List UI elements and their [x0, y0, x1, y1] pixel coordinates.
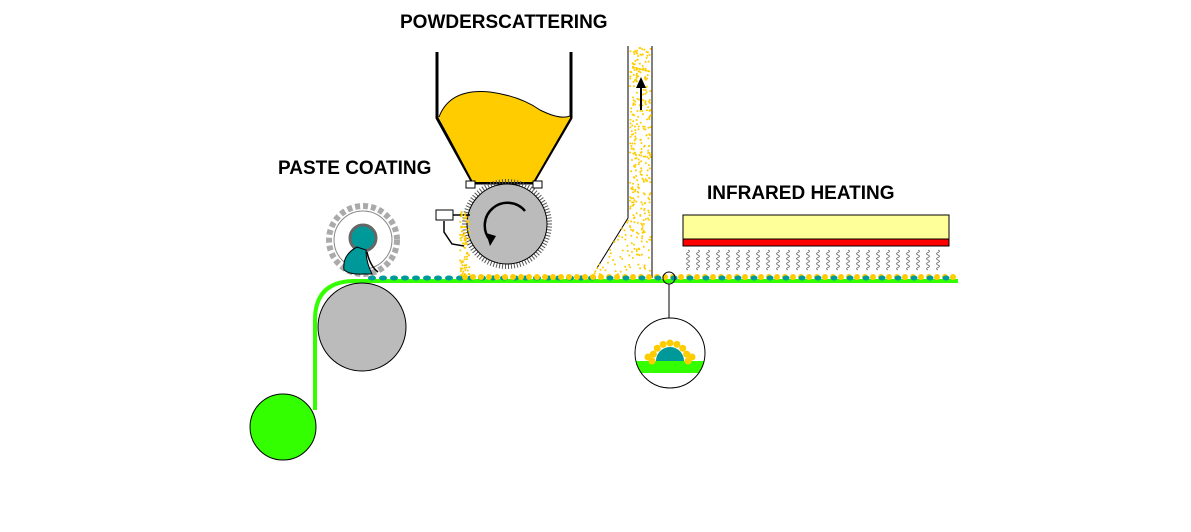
falling-powder — [459, 211, 471, 277]
curved-arrow-head — [486, 233, 496, 246]
scattering-roller — [466, 183, 548, 265]
hopper-foot-left — [465, 180, 476, 189]
hopper-foot-right — [532, 180, 543, 189]
detail-circle — [634, 317, 706, 389]
heat-waves — [686, 249, 940, 271]
brush-holder — [435, 209, 454, 221]
paste-reservoir — [348, 223, 378, 253]
substrate-web — [313, 279, 958, 410]
detail-magnifier — [634, 271, 706, 389]
exhaust-duct — [593, 46, 653, 278]
scattering-roller-unit — [435, 179, 552, 269]
paste-roller-ring — [326, 203, 400, 277]
powder-hopper — [435, 52, 573, 189]
powder-fill — [439, 91, 570, 182]
label-infrared-heating: INFRARED HEATING — [707, 183, 895, 204]
heater-element — [682, 238, 950, 247]
duct-powder — [593, 47, 652, 276]
infrared-heater — [682, 214, 950, 271]
powder-dots — [462, 274, 956, 281]
curved-arrow-icon — [483, 201, 526, 241]
up-arrow-head — [636, 77, 646, 88]
paste-coating-unit — [326, 203, 400, 277]
label-paste-coating: PASTE COATING — [278, 158, 432, 179]
unwind-roll — [249, 393, 317, 461]
paste-blob — [343, 246, 373, 275]
guide-roller — [317, 282, 407, 372]
label-powder-scattering: POWDERSCATTERING — [400, 12, 608, 33]
heater-housing — [682, 214, 950, 240]
brush-arm — [443, 221, 465, 247]
paste-doctor-blade — [366, 251, 379, 273]
